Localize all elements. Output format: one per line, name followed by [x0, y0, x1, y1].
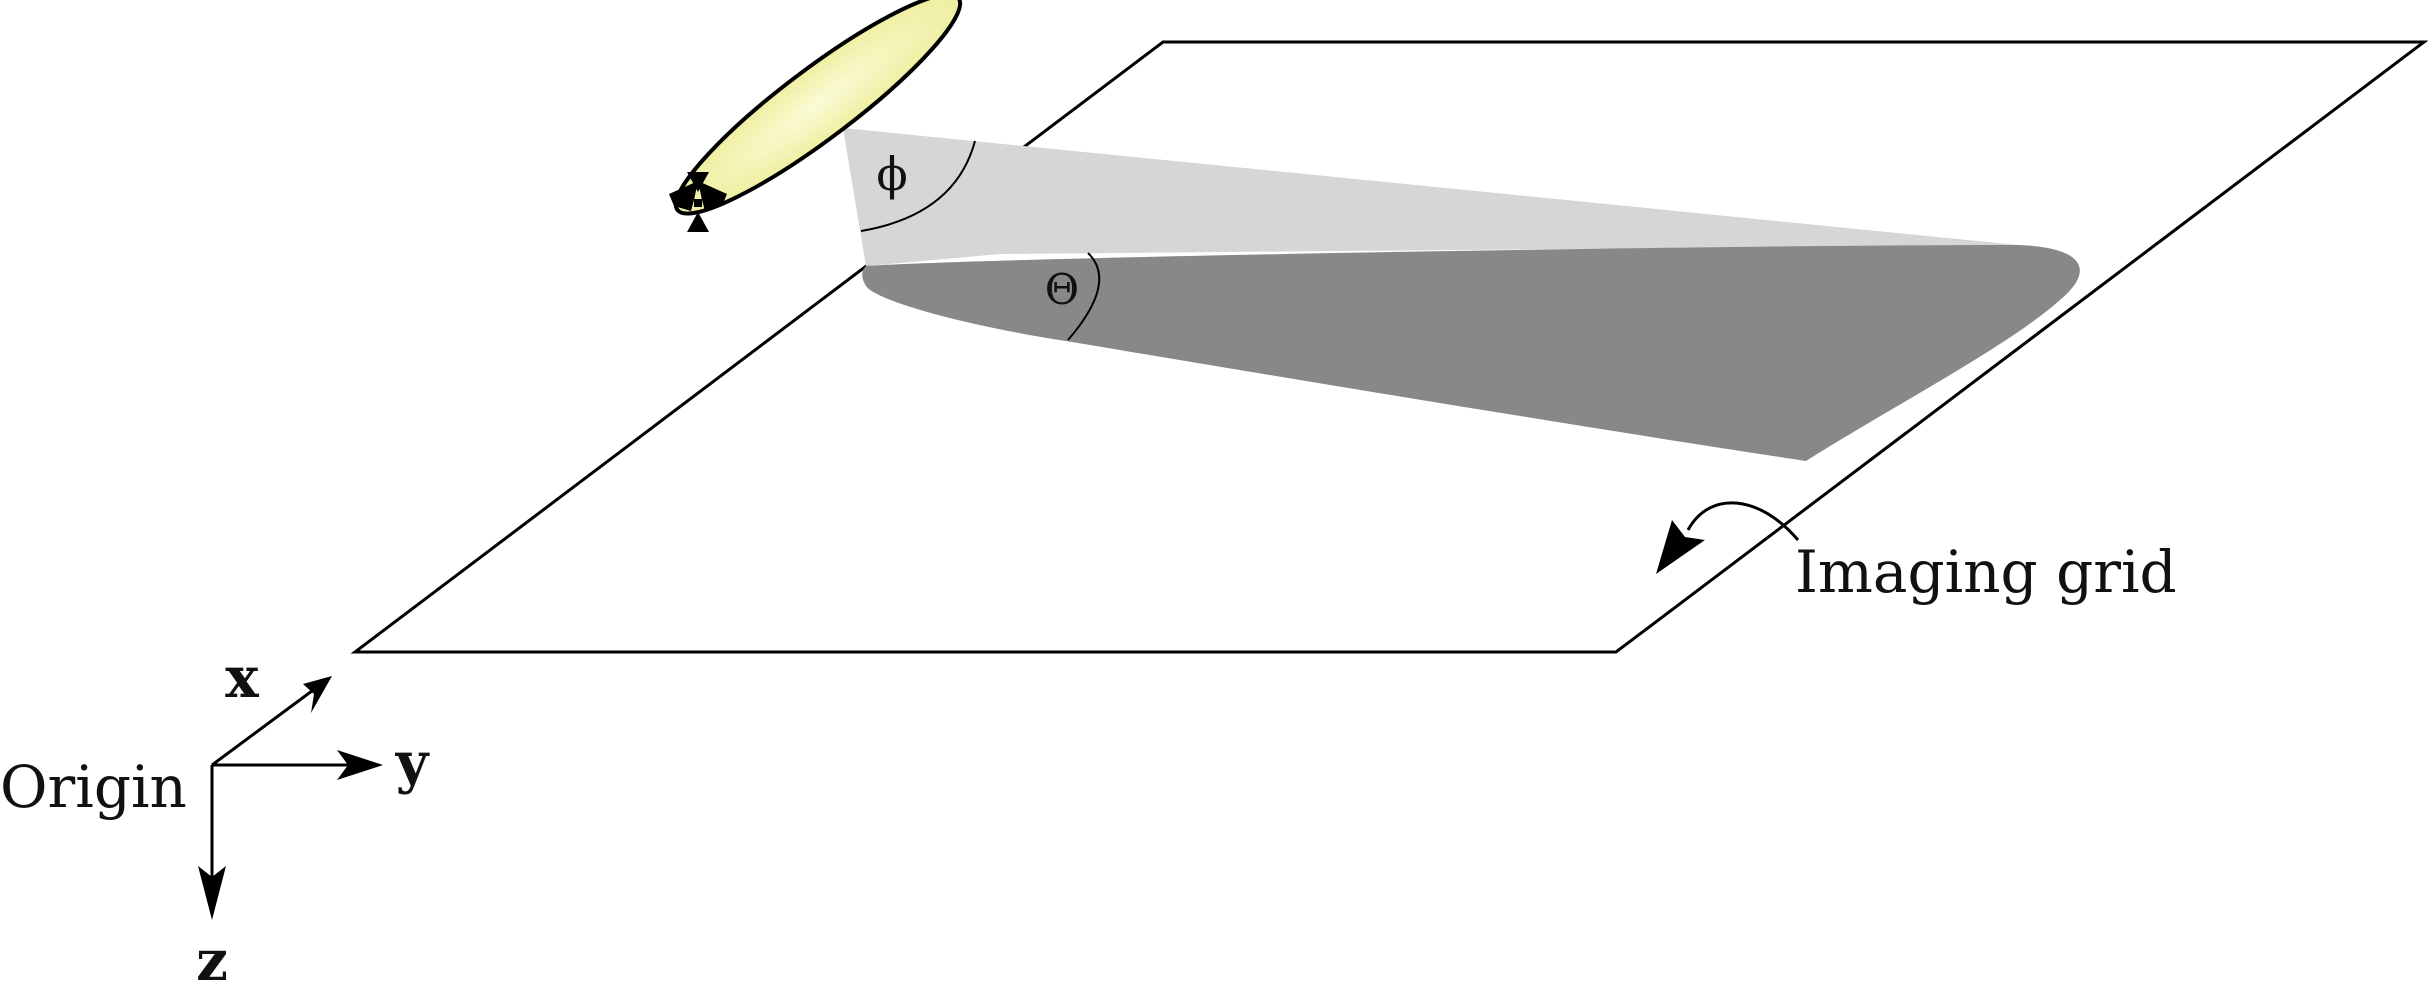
- bowtie-source-icon: [669, 172, 727, 232]
- beam-footprint: [862, 245, 2080, 461]
- imaging-grid-pointer-arrow: [1686, 501, 1800, 541]
- imaging-grid-label: Imaging grid: [1795, 538, 2177, 606]
- phi-angle-arc: [860, 140, 976, 232]
- x-axis-label: x: [225, 645, 259, 711]
- beam-upper-face: [843, 128, 2018, 266]
- y-axis-label: y: [395, 730, 430, 796]
- x-axis-line: [211, 683, 321, 767]
- elliptical-antenna-icon: [673, 0, 963, 216]
- theta-label: Θ: [1045, 265, 1079, 314]
- coordinate-axes: [198, 676, 383, 920]
- phi-label: ϕ: [876, 147, 907, 201]
- y-axis-arrowhead: [337, 750, 383, 780]
- imaging-grid-plane: [350, 40, 2428, 654]
- theta-angle-arc: [1067, 252, 1101, 341]
- origin-label: Origin: [0, 753, 187, 821]
- x-axis-arrowhead: [303, 676, 332, 713]
- z-axis-label: z: [196, 928, 228, 984]
- z-axis-arrowhead: [198, 866, 226, 920]
- pointer-arrowhead: [1656, 520, 1705, 574]
